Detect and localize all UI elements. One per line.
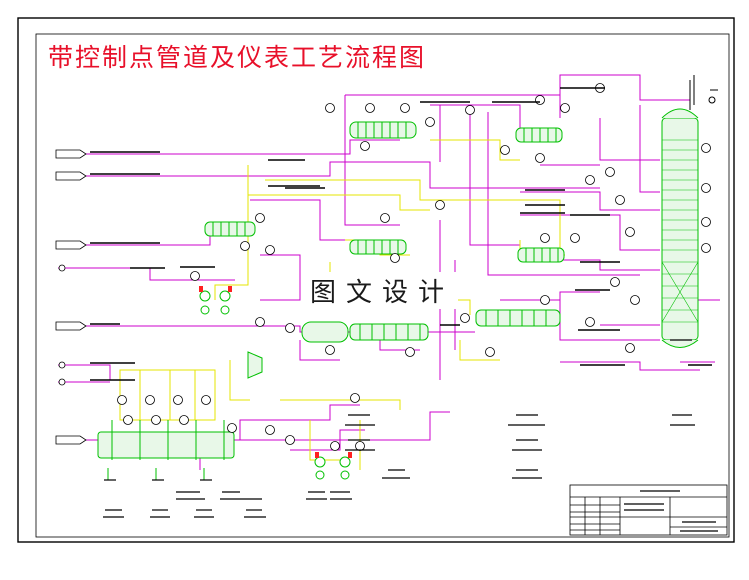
heat-exchanger-4	[349, 239, 407, 255]
line-tags	[90, 87, 712, 381]
centrifugal-pump	[247, 351, 263, 379]
equipment-layer	[97, 108, 699, 480]
valve-markers	[199, 286, 352, 458]
horizontal-drum	[301, 321, 349, 343]
inner-frame	[35, 33, 730, 538]
heat-exchanger-2	[515, 127, 563, 143]
heat-exchanger-1	[349, 121, 417, 139]
outer-frame	[17, 17, 735, 543]
process-lines	[58, 74, 720, 470]
title-block-marks	[624, 490, 718, 532]
feed-tags	[55, 149, 87, 445]
reactor-bank	[97, 420, 235, 480]
vent-stack	[689, 75, 718, 110]
heat-exchanger-3	[204, 221, 256, 237]
drawing-title: 带控制点管道及仪表工艺流程图	[48, 43, 427, 72]
long-exchanger-bottom	[475, 309, 561, 327]
small-pumps	[199, 290, 351, 480]
watermark-text: 图文设计	[306, 272, 459, 309]
long-exchanger-middle	[349, 323, 429, 341]
instrument-bubbles	[117, 83, 711, 451]
distillation-column	[661, 108, 699, 348]
equipment-tags	[103, 339, 695, 518]
heat-exchanger-5	[517, 247, 565, 263]
